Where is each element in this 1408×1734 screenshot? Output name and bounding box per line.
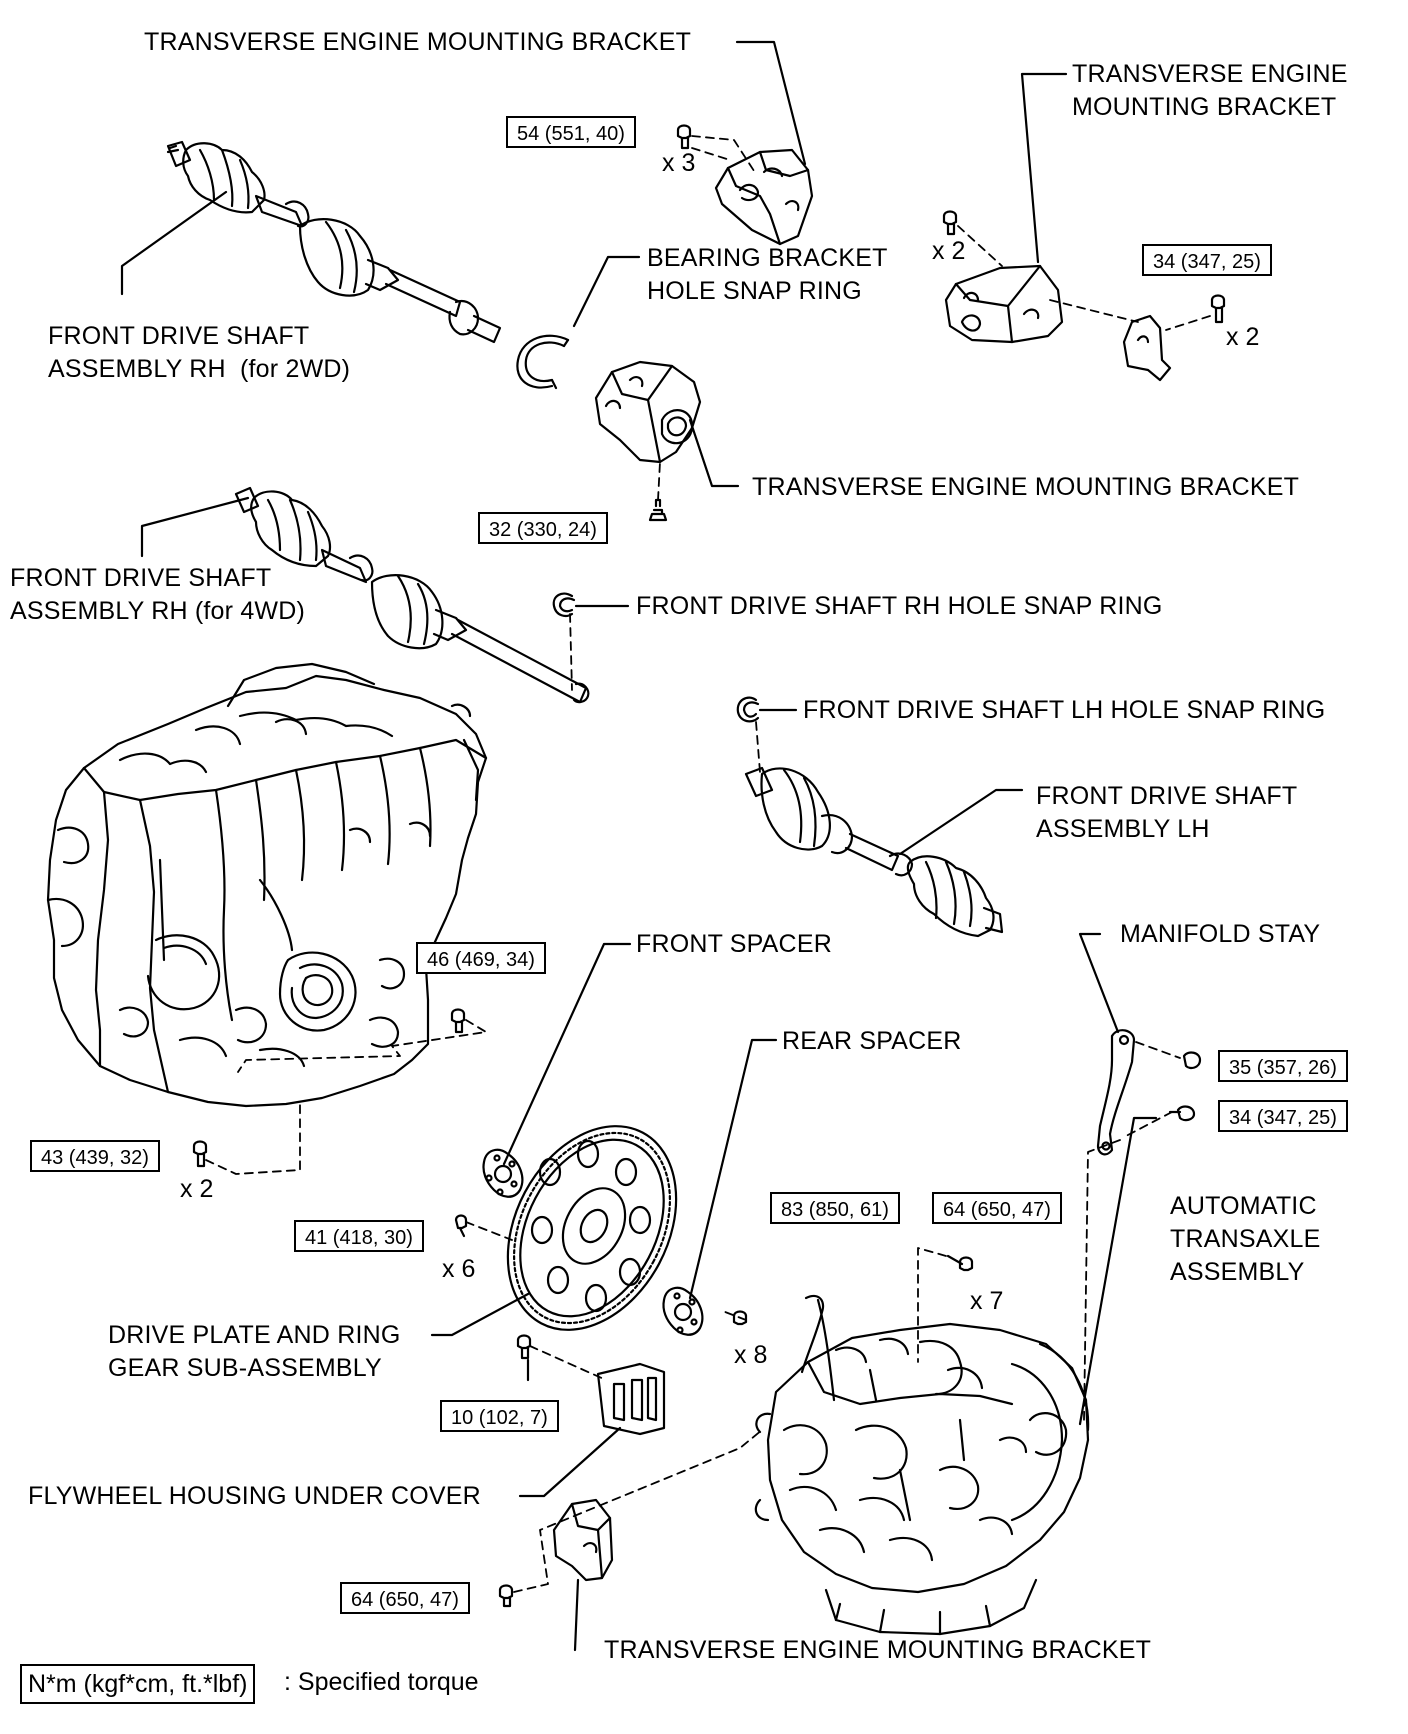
label-rh-snap-ring: FRONT DRIVE SHAFT RH HOLE SNAP RING	[636, 592, 1163, 620]
middle-bracket-drawing	[594, 360, 702, 464]
quantity-x2-bracket: x 2	[932, 237, 966, 265]
front-drive-shaft-rh-2wd	[166, 140, 502, 344]
torque-34-top: 34 (347, 25)	[1142, 244, 1272, 276]
label-lh-snap-ring: FRONT DRIVE SHAFT LH HOLE SNAP RING	[803, 696, 1326, 724]
label-bracket-top: TRANSVERSE ENGINE MOUNTING BRACKET	[144, 28, 692, 56]
flywheel-cover-drawing	[596, 1362, 666, 1436]
label-bracket-right: TRANSVERSE ENGINE MOUNTING BRACKET	[1072, 60, 1348, 121]
torque-41: 41 (418, 30)	[294, 1220, 424, 1252]
bolts	[192, 124, 1226, 1608]
manifold-stay-drawing	[1096, 1029, 1136, 1156]
front-spacer-drawing	[482, 1148, 524, 1198]
leader-lines	[120, 40, 1158, 1652]
quantity-x7: x 7	[970, 1287, 1004, 1315]
torque-35: 35 (357, 26)	[1218, 1050, 1348, 1082]
torque-54: 54 (551, 40)	[506, 116, 636, 148]
label-flywheel-cover: FLYWHEEL HOUSING UNDER COVER	[28, 1482, 481, 1510]
label-automatic-transaxle: AUTOMATIC TRANSAXLE ASSEMBLY	[1170, 1192, 1321, 1286]
engine-assembly-drawing	[46, 662, 488, 1108]
label-front-spacer: FRONT SPACER	[636, 930, 832, 958]
front-drive-shaft-rh-4wd	[234, 486, 590, 704]
torque-64-bottom: 64 (650, 47)	[340, 1582, 470, 1614]
front-drive-shaft-lh	[744, 766, 1004, 938]
right-bracket-drawing	[944, 264, 1172, 382]
bearing-bracket-snap-ring	[516, 334, 570, 390]
drive-plate-and-ring-gear-drawing	[506, 1125, 678, 1331]
legend-torque-key: N*m (kgf*cm, ft.*lbf)	[20, 1664, 256, 1704]
quantity-x8: x 8	[734, 1341, 768, 1369]
torque-10: 10 (102, 7)	[440, 1400, 559, 1432]
label-drive-plate: DRIVE PLATE AND RING GEAR SUB-ASSEMBLY	[108, 1321, 401, 1382]
rear-spacer-drawing	[662, 1286, 704, 1336]
quantity-x2-right: x 2	[1226, 323, 1260, 351]
torque-43: 43 (439, 32)	[30, 1140, 160, 1172]
torque-64-top: 64 (650, 47)	[932, 1192, 1062, 1224]
label-shaft-lh: FRONT DRIVE SHAFT ASSEMBLY LH	[1036, 782, 1298, 843]
label-manifold-stay: MANIFOLD STAY	[1120, 920, 1321, 948]
label-bracket-bottom: TRANSVERSE ENGINE MOUNTING BRACKET	[604, 1636, 1152, 1664]
label-rear-spacer: REAR SPACER	[782, 1027, 962, 1055]
lower-bracket-drawing	[552, 1498, 614, 1582]
dashed-alignment-lines	[205, 135, 1211, 1593]
quantity-x3: x 3	[662, 149, 696, 177]
quantity-x2-engine: x 2	[180, 1175, 214, 1203]
label-bearing-snap-ring: BEARING BRACKET HOLE SNAP RING	[647, 244, 888, 305]
quantity-x6: x 6	[442, 1255, 476, 1283]
lh-hole-snap-ring	[736, 696, 760, 723]
label-shaft-rh-4wd: FRONT DRIVE SHAFT ASSEMBLY RH (for 4WD)	[10, 564, 305, 625]
legend-description: : Specified torque	[284, 1668, 479, 1696]
automatic-transaxle-drawing	[754, 1294, 1090, 1636]
label-shaft-rh-2wd: FRONT DRIVE SHAFT ASSEMBLY RH (for 2WD)	[48, 322, 351, 383]
torque-46: 46 (469, 34)	[416, 942, 546, 974]
torque-34-mid: 34 (347, 25)	[1218, 1100, 1348, 1132]
rh-hole-snap-ring	[552, 592, 576, 617]
torque-83: 83 (850, 61)	[770, 1192, 900, 1224]
upper-bracket-drawing	[714, 148, 814, 246]
label-bracket-mid: TRANSVERSE ENGINE MOUNTING BRACKET	[752, 473, 1300, 501]
torque-32: 32 (330, 24)	[478, 512, 608, 544]
